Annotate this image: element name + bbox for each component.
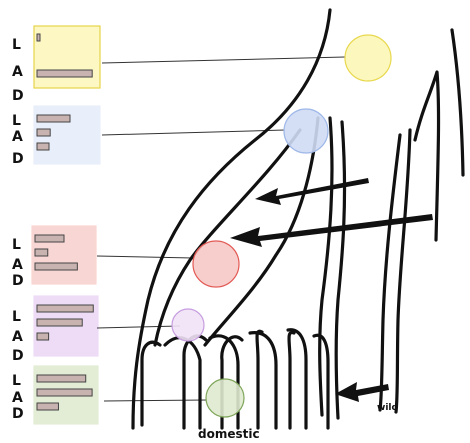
row-letter-l: L — [12, 113, 21, 129]
row-letter-d: D — [12, 88, 24, 104]
row-letter-d: D — [12, 151, 24, 167]
value-bar — [36, 114, 71, 123]
value-bar — [36, 388, 93, 397]
tree-branch — [287, 330, 296, 430]
tree-branch — [248, 331, 278, 430]
value-bar — [36, 142, 50, 151]
row-letter-a: A — [12, 129, 23, 145]
lad-panel: LAD — [12, 365, 99, 425]
tree-branch — [334, 120, 347, 420]
row-letter-a: A — [12, 390, 23, 406]
connector-line — [96, 255, 194, 259]
connector-line — [96, 325, 181, 329]
tree-branch — [255, 329, 264, 430]
domestic-label: domestic — [198, 427, 260, 441]
row-letter-d: D — [12, 273, 24, 289]
value-bar — [36, 128, 51, 137]
connector-line — [103, 399, 208, 402]
node-circle — [171, 308, 205, 342]
connector-line — [101, 56, 346, 64]
value-bar — [34, 262, 78, 271]
lad-panel: LAD — [12, 25, 101, 104]
row-letter-l: L — [12, 237, 21, 253]
lineage-tree — [131, 8, 465, 430]
connectors-group — [96, 56, 346, 402]
row-letter-a: A — [12, 257, 23, 273]
value-bar — [36, 304, 94, 313]
value-bar — [34, 234, 65, 243]
row-letter-d: D — [12, 348, 24, 364]
tree-branch — [312, 333, 330, 430]
tree-branch — [140, 340, 162, 427]
arrows-group — [230, 178, 433, 402]
value-bar — [36, 402, 59, 411]
arrow-wild — [335, 382, 389, 402]
circles-group — [171, 34, 392, 418]
row-letter-l: L — [12, 309, 21, 325]
panel-background — [33, 25, 101, 89]
tree-branch — [318, 116, 334, 417]
value-bar — [34, 248, 49, 257]
value-bar — [36, 318, 83, 327]
tree-branch — [413, 70, 441, 242]
row-letter-a: A — [12, 64, 23, 80]
value-bar — [36, 69, 93, 78]
value-bar — [36, 374, 87, 383]
tree-branch — [394, 128, 412, 414]
row-letter-l: L — [12, 373, 21, 389]
connector-line — [101, 129, 286, 136]
tree-branch — [203, 116, 320, 347]
value-bar — [36, 33, 41, 42]
arrow-upper — [255, 178, 369, 205]
lad-panel: LAD — [12, 105, 101, 167]
value-bar — [36, 332, 50, 341]
node-circle — [283, 108, 329, 154]
wild-label: wild — [377, 403, 398, 413]
tree-branch — [131, 8, 332, 430]
node-circle — [192, 240, 240, 288]
tree-branch — [220, 335, 244, 430]
row-letter-a: A — [12, 329, 23, 345]
lad-panel: LAD — [12, 225, 97, 289]
tree-branch — [450, 28, 465, 177]
node-circle — [205, 378, 245, 418]
node-circle — [344, 34, 392, 82]
lad-panel: LAD — [12, 295, 99, 364]
arrow-middle — [230, 214, 433, 247]
row-letter-l: L — [12, 37, 21, 53]
tree-branch — [286, 328, 308, 430]
tree-branch — [208, 334, 240, 430]
row-letter-d: D — [12, 406, 24, 422]
